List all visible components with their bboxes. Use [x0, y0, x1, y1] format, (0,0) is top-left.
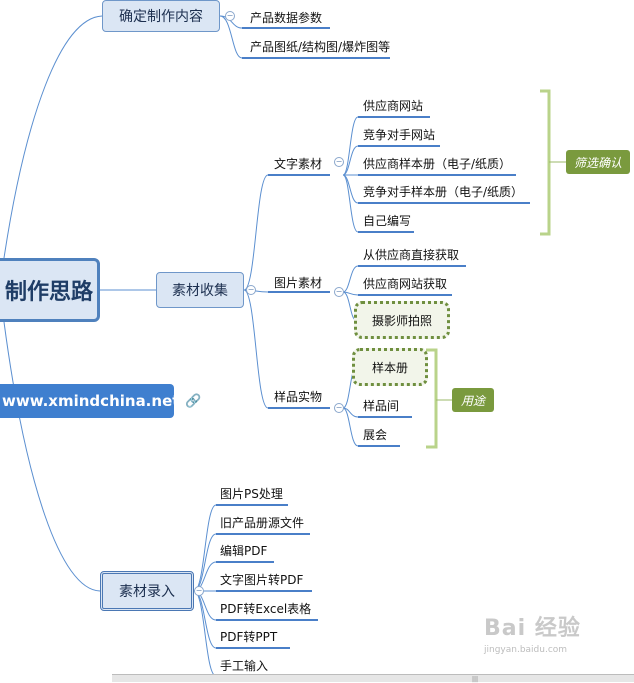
- item-self-written[interactable]: 自己编写: [363, 214, 412, 228]
- item-product-drawings[interactable]: 产品图纸/结构图/爆炸图等: [250, 40, 391, 54]
- subtopic-text-material[interactable]: 文字素材: [274, 157, 323, 171]
- topic-entry-label: 素材录入: [119, 584, 175, 600]
- item-from-supplier[interactable]: 从供应商直接获取: [363, 248, 460, 262]
- watermark-site: jingyan.baidu.com: [484, 645, 568, 655]
- item-text-image-to-pdf[interactable]: 文字图片转PDF: [220, 573, 304, 587]
- item-product-params[interactable]: 产品数据参数: [250, 11, 323, 25]
- connector-central-confirm: [3, 15, 103, 259]
- collapse-toggle-image-material[interactable]: −: [334, 287, 344, 297]
- topic-material-entry[interactable]: 素材录入: [100, 571, 194, 611]
- collapse-toggle-sample-material[interactable]: −: [334, 403, 344, 413]
- topic-material-collection[interactable]: 素材收集: [156, 272, 244, 308]
- topic-confirm-content[interactable]: 确定制作内容: [102, 0, 220, 32]
- watermark-logo: Bai 经验: [484, 610, 581, 642]
- central-topic-label: 制作思路: [5, 280, 94, 305]
- item-ps-processing[interactable]: 图片PS处理: [220, 487, 283, 501]
- collapse-toggle-confirm[interactable]: −: [225, 11, 235, 21]
- item-competitor-catalog[interactable]: 竞争对手样本册（电子/纸质）: [363, 185, 524, 199]
- item-supplier-site-images[interactable]: 供应商网站获取: [363, 277, 448, 291]
- item-sample-book-label: 样本册: [371, 360, 408, 375]
- item-sample-book[interactable]: 样本册: [352, 348, 428, 386]
- item-pdf-to-ppt[interactable]: PDF转PPT: [220, 630, 278, 644]
- collapse-toggle-text-material[interactable]: −: [334, 157, 344, 167]
- item-manual-input[interactable]: 手工输入: [220, 659, 269, 673]
- item-edit-pdf[interactable]: 编辑PDF: [220, 544, 268, 558]
- item-photographer[interactable]: 摄影师拍照: [354, 301, 450, 339]
- item-supplier-catalog[interactable]: 供应商样本册（电子/纸质）: [363, 157, 512, 171]
- url-link[interactable]: www.xmindchina.net 🔗: [0, 384, 202, 418]
- topic-collect-label: 素材收集: [172, 283, 228, 299]
- item-competitor-website[interactable]: 竞争对手网站: [363, 128, 436, 142]
- scrollbar-grip-icon[interactable]: |||: [472, 676, 479, 683]
- collapse-toggle-collect[interactable]: −: [246, 285, 256, 295]
- item-sample-room[interactable]: 样品间: [363, 399, 400, 413]
- item-photographer-label: 摄影师拍照: [371, 313, 432, 328]
- url-text: www.xmindchina.net: [2, 392, 180, 410]
- callout-filter-confirm[interactable]: 筛选确认: [566, 150, 630, 174]
- bracket-sample-material: [426, 348, 438, 449]
- subtopic-sample-material[interactable]: 样品实物: [274, 390, 323, 404]
- item-pdf-to-excel[interactable]: PDF转Excel表格: [220, 602, 312, 616]
- link-icon: 🔗: [185, 393, 202, 409]
- central-topic[interactable]: 制作思路: [0, 258, 100, 322]
- item-supplier-website[interactable]: 供应商网站: [363, 99, 424, 113]
- horizontal-scrollbar[interactable]: |||: [112, 674, 634, 683]
- item-old-catalog-source[interactable]: 旧产品册源文件: [220, 516, 305, 530]
- watermark-brand: Bai 经验: [484, 616, 581, 641]
- connector-central-entry: [3, 321, 101, 592]
- topic-confirm-label: 确定制作内容: [119, 9, 203, 25]
- callout-usage[interactable]: 用途: [452, 388, 494, 412]
- collapse-toggle-entry[interactable]: −: [194, 586, 204, 596]
- bracket-text-material: [540, 89, 551, 236]
- item-exhibition[interactable]: 展会: [363, 428, 388, 442]
- subtopic-image-material[interactable]: 图片素材: [274, 276, 323, 290]
